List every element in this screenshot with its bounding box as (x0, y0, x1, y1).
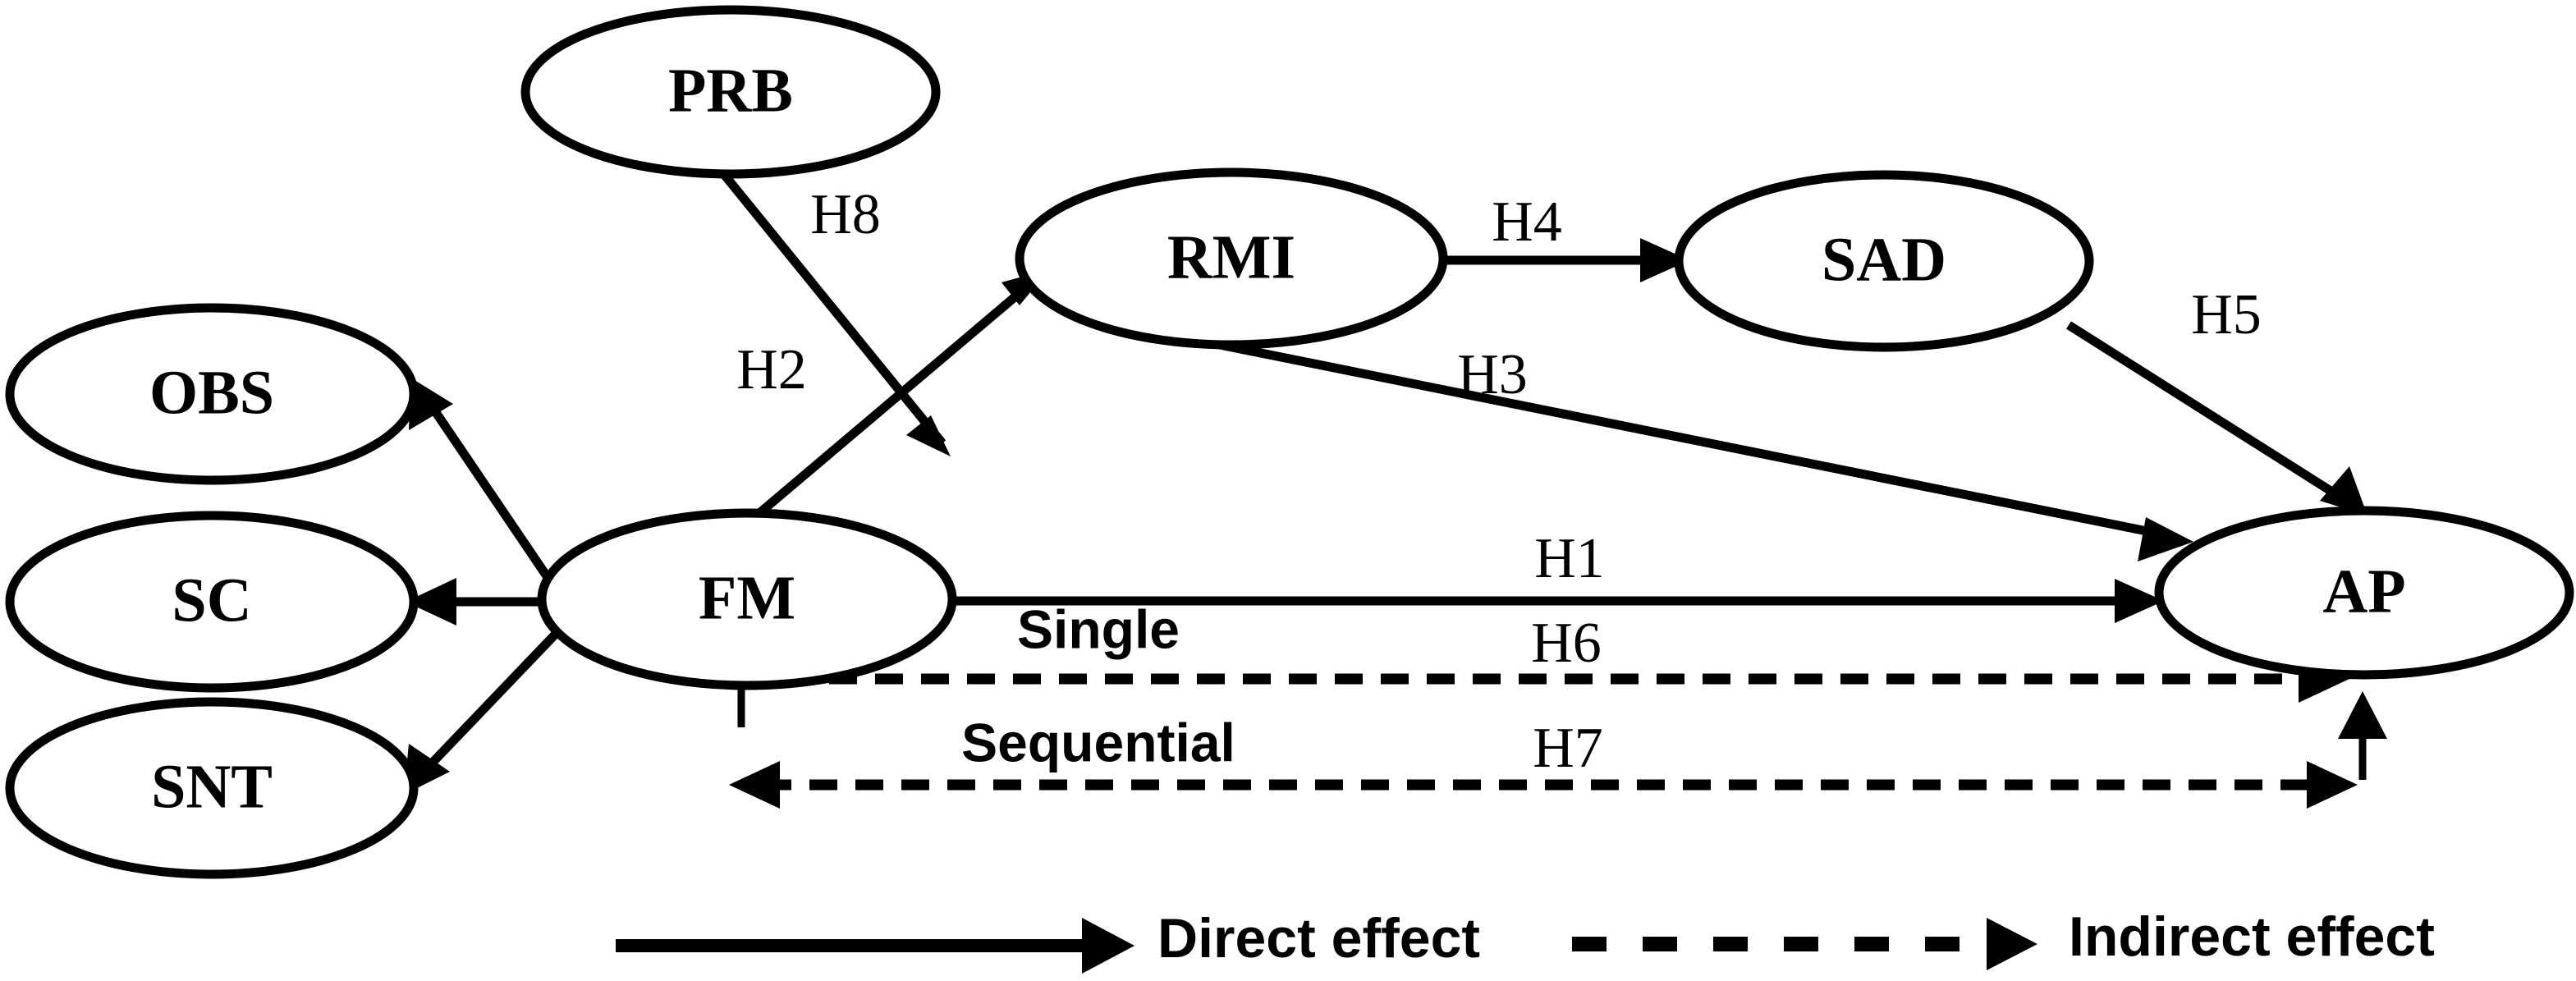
node-sad-shape[interactable] (1674, 170, 2094, 352)
path-label-h5: H5 (2191, 283, 2262, 346)
legend-item-direct: Direct effect (616, 907, 1480, 974)
node-ap[interactable]: AP (2154, 506, 2574, 680)
edge-h2-line (740, 275, 1039, 531)
edge-h4 (1442, 238, 1689, 282)
legend-item-indirect: Indirect effect (1572, 905, 2435, 970)
node-sad[interactable]: SAD (1674, 170, 2094, 352)
node-obs-label: OBS (149, 358, 274, 427)
node-obs-shape[interactable] (5, 303, 419, 485)
edge-fm-obs-arrowhead (409, 378, 453, 430)
edge-h8-line (718, 169, 947, 447)
legend: Direct effect Indirect effect (616, 905, 2435, 974)
node-sc-shape[interactable] (5, 511, 419, 693)
path-label-h8: H8 (810, 183, 881, 246)
node-rmi[interactable]: RMI (1015, 167, 1448, 350)
node-group: PRB RMI SAD OBS SC SNT (5, 5, 2574, 879)
edge-fm-snt (404, 611, 578, 795)
node-sc[interactable]: SC (5, 511, 419, 693)
node-snt-shape[interactable] (5, 697, 419, 879)
edge-h7-arrowhead-up (2338, 691, 2387, 739)
edge-h4-arrowhead (1640, 238, 1689, 282)
node-sc-label: SC (172, 566, 251, 635)
legend-direct-arrowhead (1082, 918, 1134, 974)
edge-fm-sc-arrowhead (406, 578, 456, 626)
edge-h5-arrowhead (2320, 466, 2367, 516)
node-fm-label: FM (699, 563, 795, 632)
legend-indirect-label: Indirect effect (2069, 905, 2435, 968)
edge-h5 (2066, 321, 2367, 516)
legend-indirect-arrowhead (1987, 918, 2037, 970)
edge-h1 (951, 579, 2164, 623)
node-sad-label: SAD (1822, 225, 1946, 294)
path-label-h7: H7 (1533, 717, 1603, 780)
edge-h7-arrowhead-left (729, 761, 780, 809)
edge-h7 (729, 691, 2387, 809)
path-label-h6: H6 (1531, 612, 1602, 675)
edge-h3 (1194, 335, 2193, 562)
node-rmi-shape[interactable] (1015, 167, 1448, 350)
node-ap-shape[interactable] (2154, 506, 2574, 680)
node-rmi-label: RMI (1167, 222, 1295, 291)
node-fm[interactable]: FM (537, 508, 957, 690)
legend-direct-label: Direct effect (1157, 907, 1480, 970)
node-obs[interactable]: OBS (5, 303, 419, 485)
path-label-group: H8 H2 H4 H5 H3 H1 H6 H7 (736, 183, 2262, 780)
path-label-h4: H4 (1492, 190, 1562, 254)
edge-h1-arrowhead (2115, 579, 2164, 623)
edge-h5-line (2066, 321, 2346, 503)
mediation-label-group: Single Sequential (961, 598, 1235, 772)
edge-fm-snt-line (424, 611, 578, 772)
node-snt-label: SNT (151, 752, 273, 821)
edge-h3-arrowhead (2138, 517, 2193, 562)
path-label-h1: H1 (1534, 527, 1605, 590)
mediation-label-single: Single (1017, 598, 1180, 659)
edge-h7-arrowhead-right (2307, 761, 2358, 809)
node-prb[interactable]: PRB (520, 5, 941, 179)
edge-h8-arrowhead (906, 415, 951, 456)
path-label-h2: H2 (736, 338, 807, 401)
node-prb-label: PRB (668, 56, 793, 125)
node-snt[interactable]: SNT (5, 697, 419, 879)
mediation-label-sequential: Sequential (961, 712, 1235, 772)
node-prb-shape[interactable] (520, 5, 941, 179)
path-label-h3: H3 (1457, 343, 1528, 406)
node-ap-label: AP (2322, 557, 2405, 626)
node-fm-shape[interactable] (537, 508, 957, 690)
edge-h3-line (1194, 335, 2169, 540)
edge-h8 (718, 169, 951, 456)
